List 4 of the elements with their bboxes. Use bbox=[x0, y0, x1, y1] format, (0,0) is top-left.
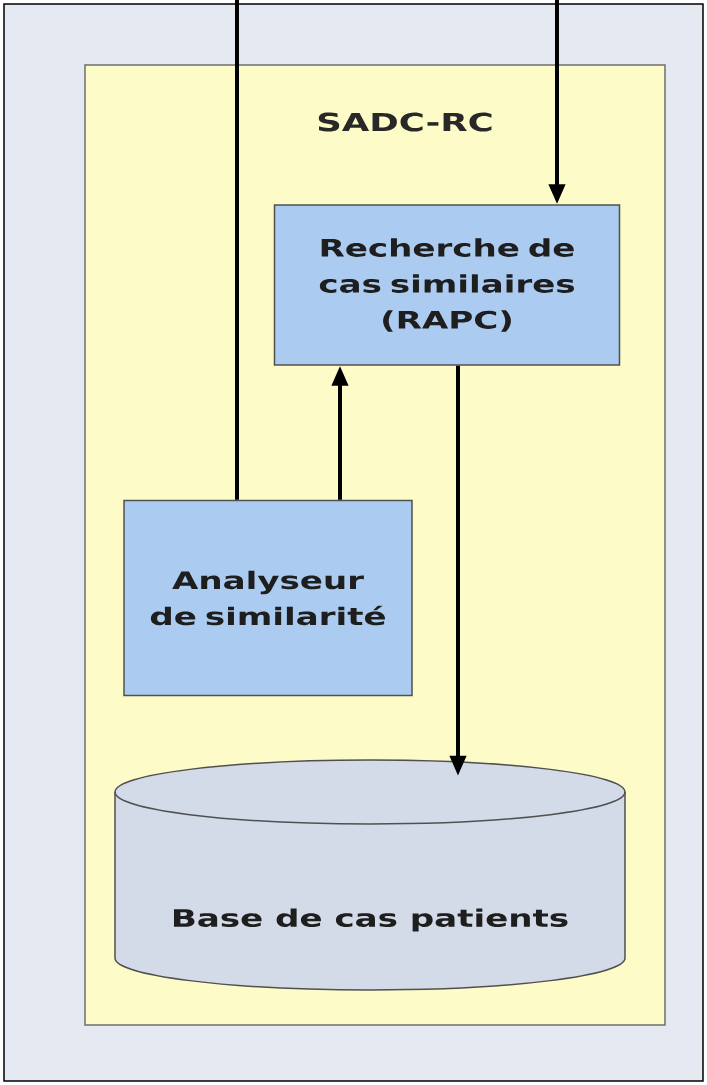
database-cylinder: Base de cas patients bbox=[114, 759, 626, 991]
process-box: Recherche de cas similaires (RAPC) bbox=[273, 204, 621, 366]
connector-line bbox=[235, 0, 239, 500]
process-box: Analyseur de similarité bbox=[123, 499, 413, 697]
